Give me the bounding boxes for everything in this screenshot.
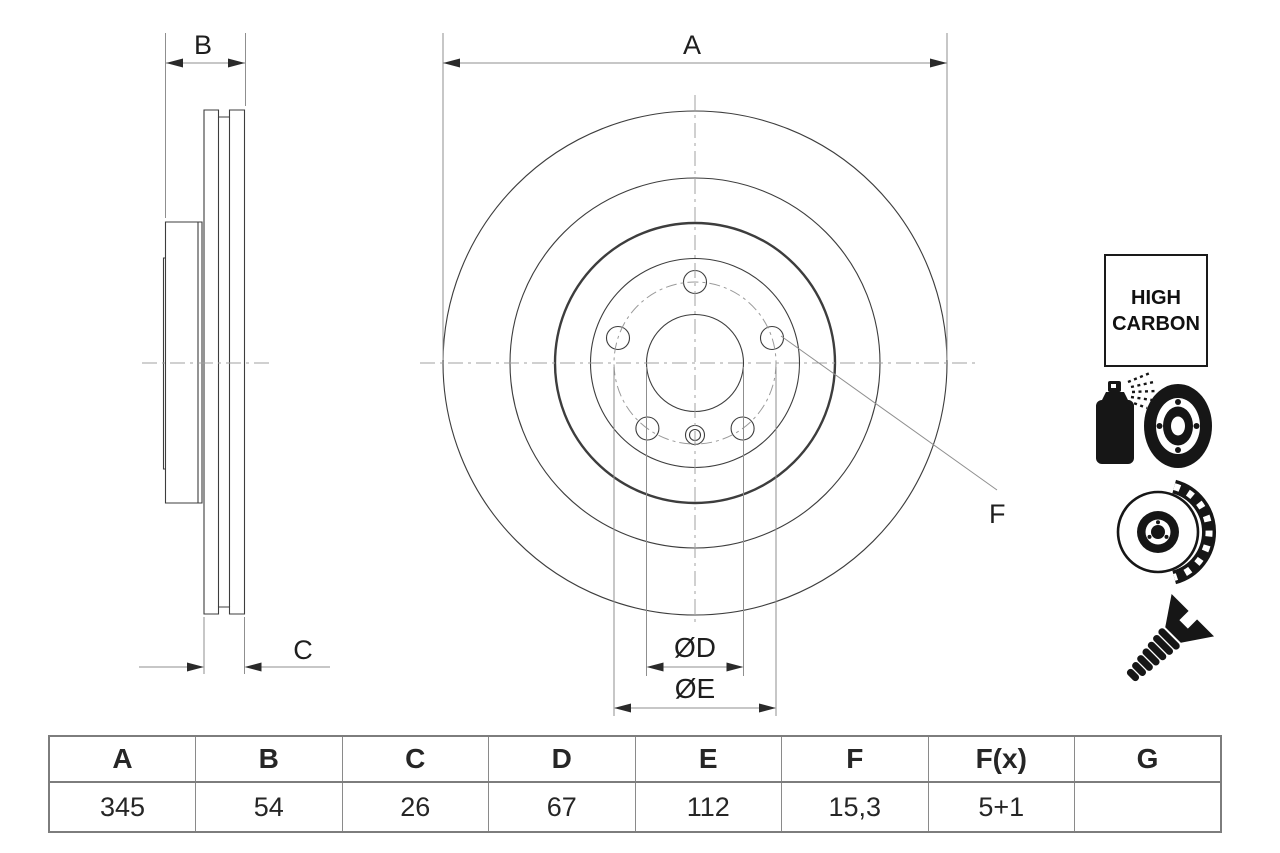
table-value-cell: 5+1	[927, 781, 1075, 833]
table-value-cell	[1074, 781, 1222, 833]
table-value-cell: 15,3	[781, 781, 929, 833]
table-value-cell: 112	[634, 781, 782, 833]
dim-label-a: A	[683, 30, 701, 60]
dimension-d: ØD	[646, 367, 744, 676]
brake-disc-technical-drawing: B A C ØD	[139, 30, 1006, 716]
high-carbon-badge: HIGH CARBON	[1104, 254, 1208, 367]
dim-label-e: ØE	[675, 673, 715, 704]
friction-ring-profile	[203, 109, 246, 615]
spray-can-body	[1096, 400, 1134, 464]
vented-brake-disc-icon	[1116, 479, 1217, 585]
table-header-cell: G	[1074, 735, 1222, 783]
dimension-e: ØE	[613, 367, 777, 716]
screw-slot	[1179, 608, 1200, 629]
countersunk-screw-icon	[1126, 593, 1215, 682]
dim-label-d: ØD	[674, 632, 716, 663]
table-header-cell: D	[488, 735, 636, 783]
table-header-cell: F	[781, 735, 929, 783]
spray-jet	[1127, 371, 1156, 410]
side-view	[162, 109, 246, 615]
table-header-row: A B C D E F F(x) G	[48, 735, 1222, 783]
table-value-cell: 345	[48, 781, 196, 833]
table-header-cell: F(x)	[927, 735, 1075, 783]
table-value-row: 345 54 26 67 112 15,3 5+1	[48, 781, 1222, 833]
dim-label-f: F	[989, 499, 1006, 529]
table-header-cell: A	[48, 735, 196, 783]
dimensions-table: A B C D E F F(x) G 345 54 26 67 112 15,3…	[48, 735, 1222, 833]
table-header-cell: C	[341, 735, 489, 783]
dimension-b: B	[165, 30, 246, 218]
dim-label-b: B	[194, 30, 212, 60]
dim-label-c: C	[293, 635, 313, 665]
dimension-a: A	[442, 30, 948, 360]
disc-hub	[1137, 511, 1179, 553]
table-value-cell: 26	[341, 781, 489, 833]
hub-hat-profile	[164, 221, 203, 504]
badge-line-2: CARBON	[1112, 312, 1200, 335]
table-header-cell: E	[634, 735, 782, 783]
table-value-cell: 67	[488, 781, 636, 833]
spray-coating-disc-icon	[1096, 371, 1212, 468]
table-header-cell: B	[195, 735, 343, 783]
screw-thread	[1126, 628, 1180, 682]
table-value-cell: 54	[195, 781, 343, 833]
badge-line-1: HIGH	[1131, 286, 1181, 309]
dimension-c: C	[139, 617, 330, 674]
leader-f: F	[780, 335, 1006, 529]
coated-disc	[1144, 384, 1212, 468]
